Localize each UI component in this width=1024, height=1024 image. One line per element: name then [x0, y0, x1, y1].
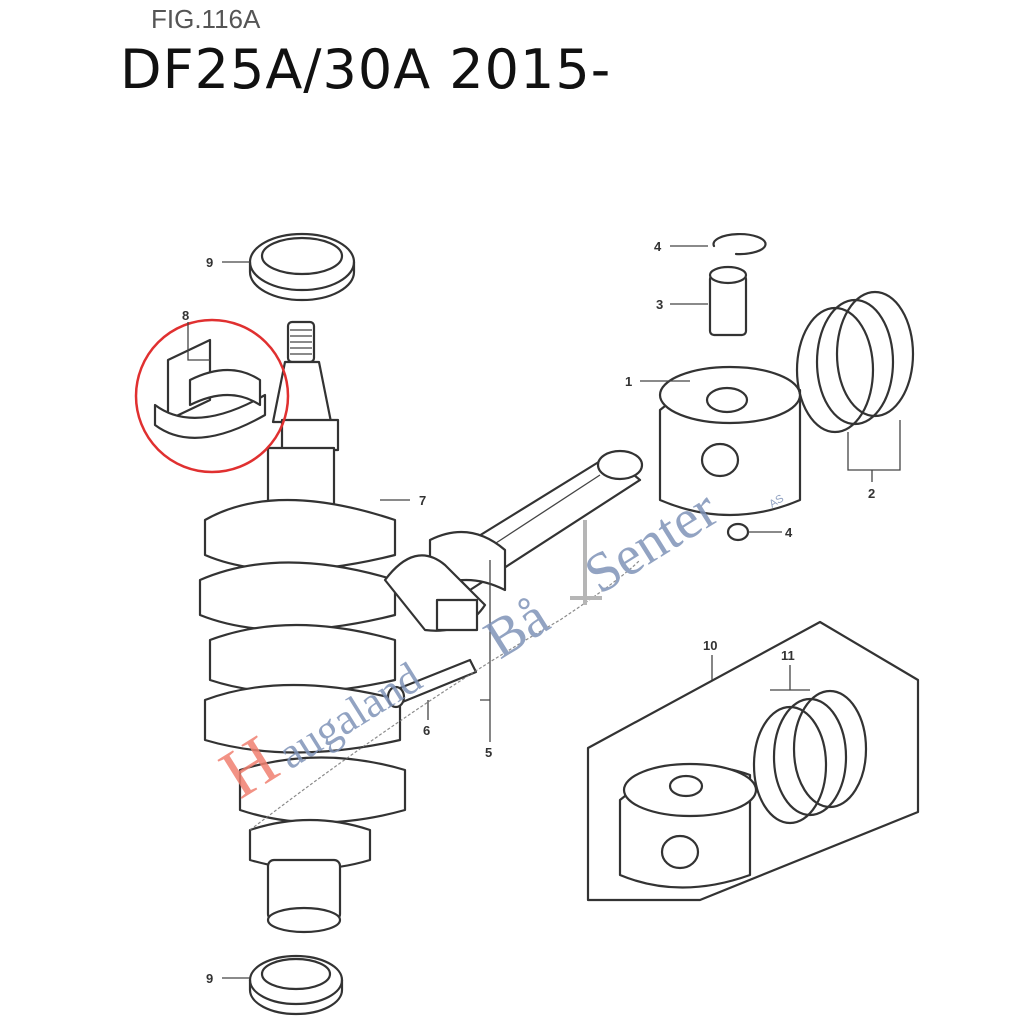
callout-8: 8 — [182, 308, 189, 323]
callout-7: 7 — [419, 493, 426, 508]
oversize-group-box — [586, 620, 920, 902]
callout-4-top: 4 — [654, 239, 662, 254]
oil-seal-top[interactable] — [248, 232, 356, 302]
callout-9-bottom: 9 — [206, 971, 213, 986]
callout-11: 11 — [781, 648, 795, 663]
piston-rings[interactable] — [795, 290, 915, 434]
circlip-top[interactable] — [712, 232, 767, 256]
watermark-text-2: Bå — [474, 585, 560, 671]
callout-5: 5 — [485, 745, 492, 760]
callout-4-bottom: 4 — [785, 525, 793, 540]
callout-1: 1 — [625, 374, 632, 389]
oil-seal-bottom[interactable] — [248, 954, 344, 1016]
rod-bolt[interactable] — [386, 658, 478, 709]
callout-10: 10 — [703, 638, 717, 653]
model-title: DF25A/30A 2015- — [120, 38, 612, 101]
figure-number: FIG.116A — [151, 4, 261, 34]
callout-3: 3 — [656, 297, 663, 312]
callout-9-top: 9 — [206, 255, 213, 270]
piston[interactable] — [658, 365, 802, 517]
connecting-rod[interactable] — [383, 449, 644, 632]
bearing[interactable] — [153, 338, 267, 439]
piston-pin[interactable] — [708, 265, 748, 337]
crankshaft[interactable] — [198, 320, 407, 934]
piston-rings-oversize[interactable] — [752, 689, 868, 825]
callout-6: 6 — [423, 723, 430, 738]
circlip-bottom[interactable] — [726, 522, 750, 542]
highlight-circle — [134, 318, 290, 474]
piston-oversize[interactable] — [618, 762, 758, 889]
callout-2: 2 — [868, 486, 875, 501]
